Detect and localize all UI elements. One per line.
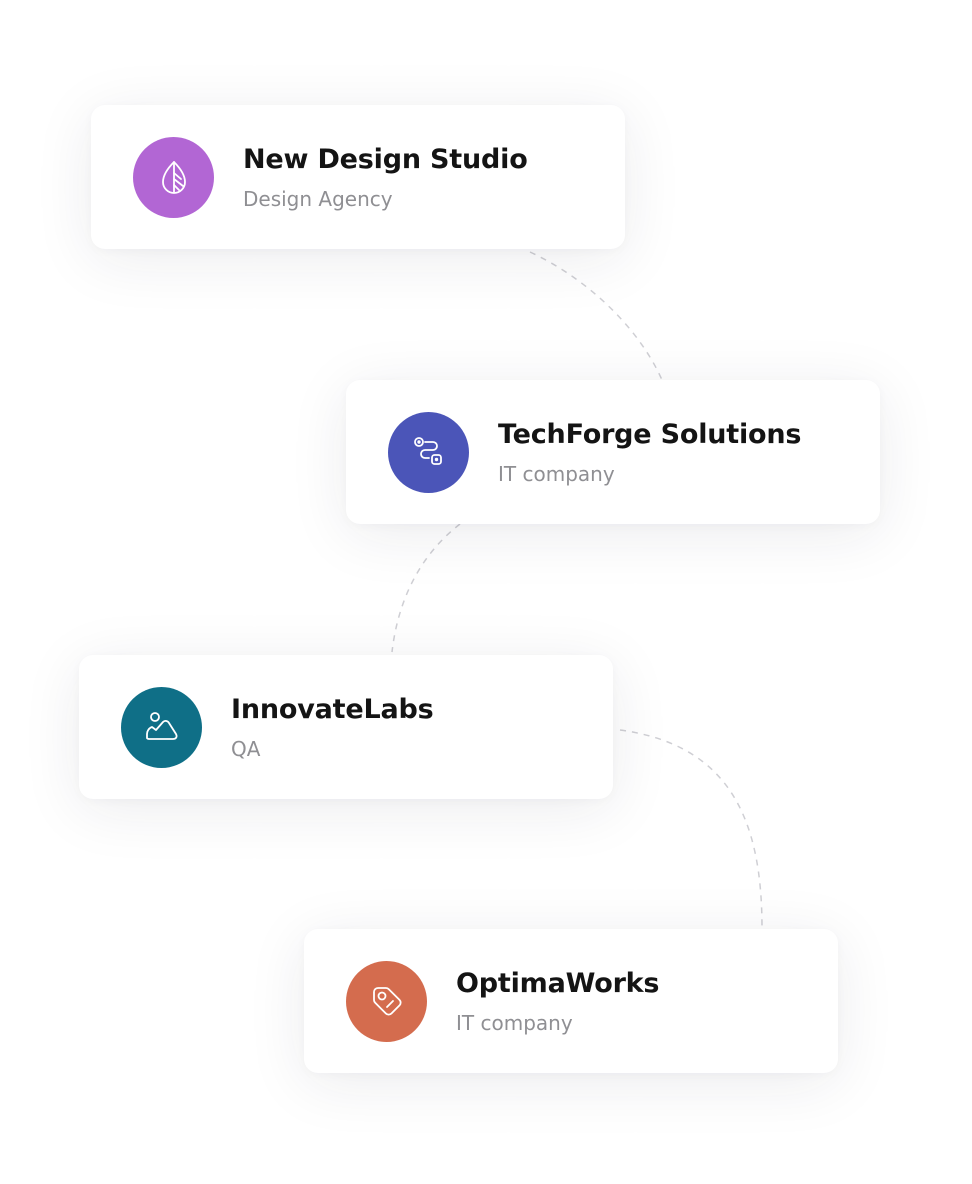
company-name: TechForge Solutions [498,419,802,450]
company-type: IT company [498,462,615,486]
company-avatar [388,411,469,493]
leaf-icon [161,161,186,194]
company-text: New Design Studio Design Agency [243,143,528,211]
tag-icon [372,987,402,1016]
company-avatar [121,686,202,768]
company-card-innovatelabs[interactable]: InnovateLabs QA [79,655,613,799]
route-icon [413,437,442,465]
connector-line-2 [391,523,461,653]
company-name: OptimaWorks [456,968,660,999]
company-avatar [133,136,214,218]
connector-line-1 [529,251,663,381]
company-text: InnovateLabs QA [231,693,434,761]
company-card-optimaworks[interactable]: OptimaWorks IT company [304,929,838,1073]
company-card-techforge-solutions[interactable]: TechForge Solutions IT company [346,380,880,524]
company-card-new-design-studio[interactable]: New Design Studio Design Agency [91,105,625,249]
image-icon [145,712,177,740]
company-text: OptimaWorks IT company [456,967,660,1035]
company-text: TechForge Solutions IT company [498,418,802,486]
connector-line-3 [619,729,763,929]
company-avatar [346,960,427,1042]
company-name: New Design Studio [243,144,528,175]
company-type: Design Agency [243,187,393,211]
company-type: QA [231,737,261,761]
company-name: InnovateLabs [231,694,434,725]
company-type: IT company [456,1011,573,1035]
